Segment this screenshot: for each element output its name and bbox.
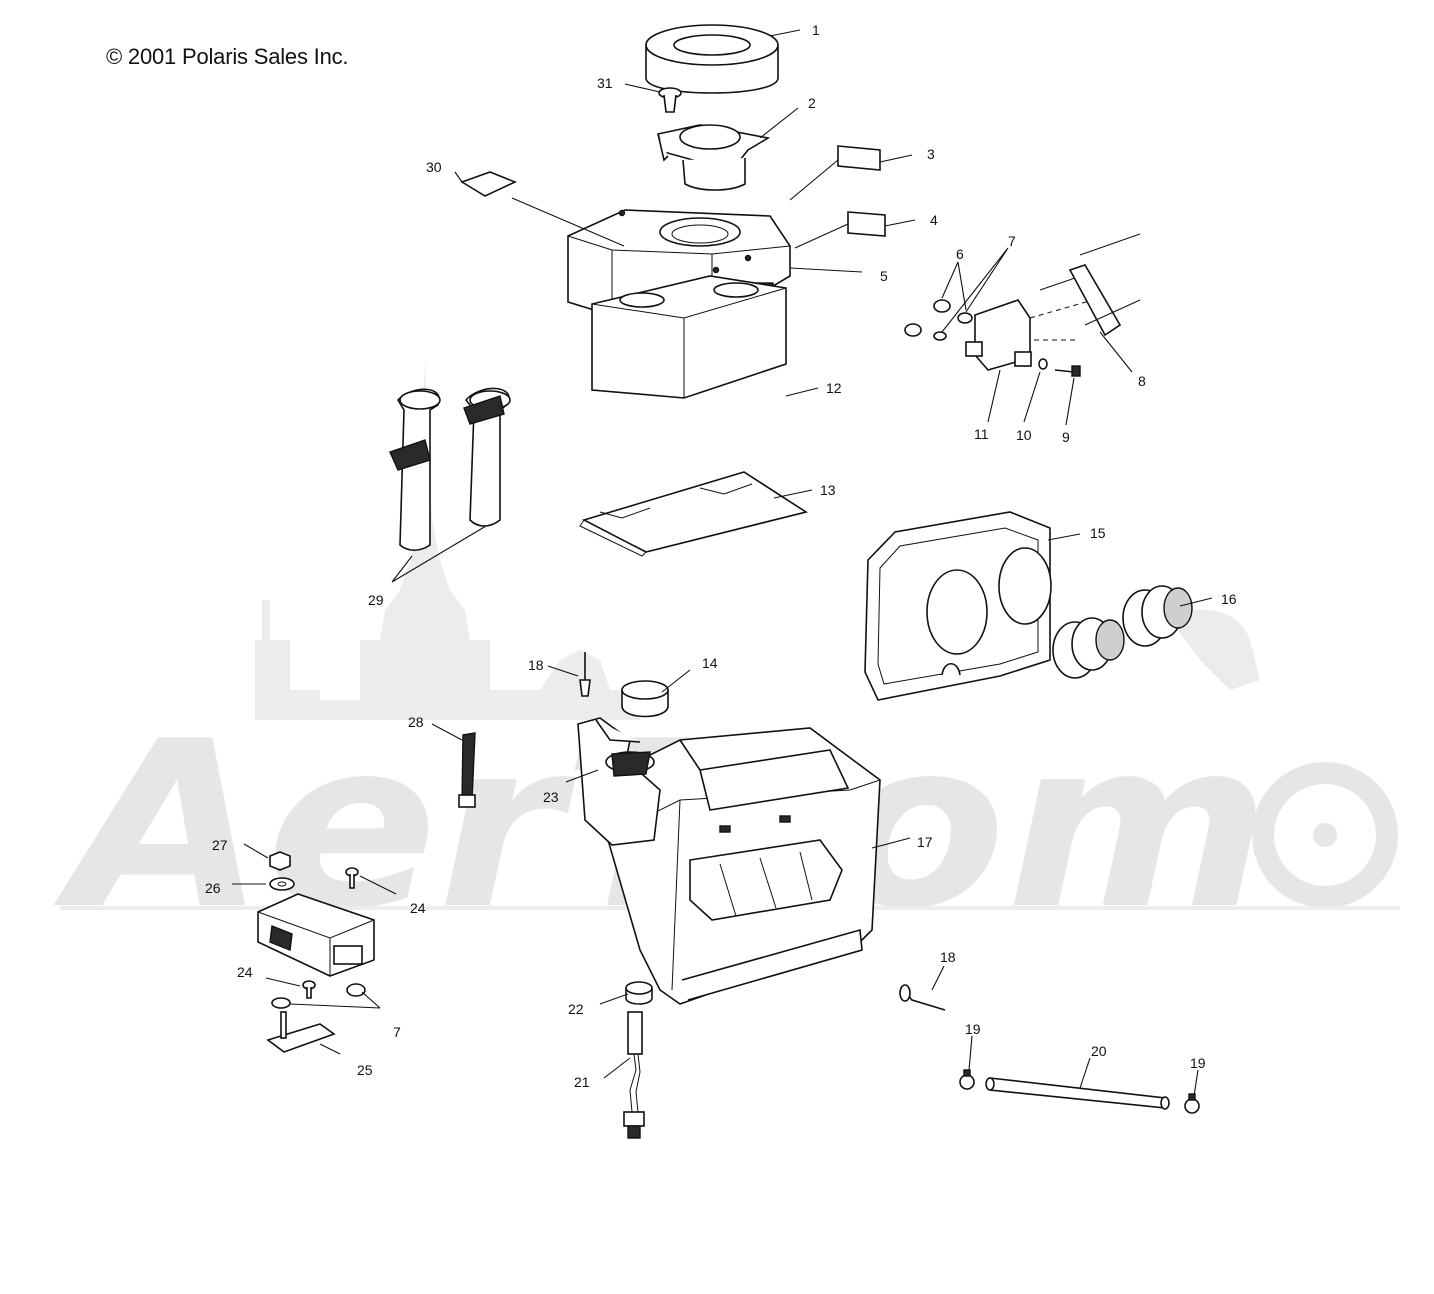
callout-19-right: 19 [1190, 1055, 1206, 1071]
part-24-screw-upper [345, 867, 359, 889]
part-29-intake-horns [389, 387, 511, 552]
part-18-rivet-b [899, 984, 946, 1011]
part-13-plate [579, 471, 808, 557]
callout-21: 21 [574, 1074, 590, 1090]
callout-14: 14 [702, 655, 718, 671]
callout-24-lower: 24 [237, 964, 253, 980]
part-28-strap [458, 732, 476, 808]
callout-9: 9 [1062, 429, 1070, 445]
part-21-level-sensor [623, 1011, 645, 1139]
callout-20: 20 [1091, 1043, 1107, 1059]
part-8-mount-bar [1039, 233, 1141, 337]
part-25-bracket [266, 1011, 336, 1053]
callout-29: 29 [368, 592, 384, 608]
copyright-notice: © 2001 Polaris Sales Inc. [106, 44, 349, 69]
part-27-nut [269, 851, 291, 871]
part-7-grommets [271, 983, 366, 1009]
part-17-airbox-base [599, 727, 881, 1005]
callout-12: 12 [826, 380, 842, 396]
part-18-rivet-a [579, 652, 591, 697]
callout-7-top: 7 [1008, 233, 1016, 249]
callout-10: 10 [1016, 427, 1032, 443]
callout-26: 26 [205, 880, 221, 896]
part-1-foam-ring [645, 24, 779, 94]
callout-13: 13 [820, 482, 836, 498]
callout-19-left: 19 [965, 1021, 981, 1037]
part-9-bolt [1054, 365, 1081, 377]
callout-8: 8 [1138, 373, 1146, 389]
callout-18-top: 18 [528, 657, 544, 673]
callout-27: 27 [212, 837, 228, 853]
part-6-grommets [933, 299, 973, 324]
part-30-label [460, 171, 518, 197]
callout-11: 11 [974, 426, 989, 442]
part-19-clamp-a [959, 1069, 975, 1090]
part-11-bracket [965, 297, 1101, 371]
callout-4: 4 [930, 212, 938, 228]
part-3-decal [837, 145, 881, 171]
part-16-couplers [1052, 585, 1193, 679]
watermark-skyline [255, 360, 640, 720]
part-7-washers [904, 323, 947, 341]
callout-30: 30 [426, 159, 442, 175]
part-12-filter-element [591, 275, 787, 399]
callout-1: 1 [812, 22, 820, 38]
callout-24-upper: 24 [410, 900, 426, 916]
part-31-push-rivet [658, 87, 682, 113]
part-20-tube [985, 1077, 1170, 1110]
callout-7-lower: 7 [393, 1024, 401, 1040]
callout-2: 2 [808, 95, 816, 111]
callout-22: 22 [568, 1001, 584, 1017]
callout-18-bottom: 18 [940, 949, 956, 965]
part-4-decal [847, 211, 886, 237]
callout-31: 31 [597, 75, 613, 91]
watermark-motorcycle [1170, 609, 1260, 690]
part-15-airbox-cover [864, 511, 1052, 701]
callout-25: 25 [357, 1062, 373, 1078]
part-cdi-box [257, 893, 375, 977]
callout-16: 16 [1221, 591, 1237, 607]
callout-23: 23 [543, 789, 559, 805]
part-24-screw-lower [302, 980, 316, 999]
part-19-clamp-b [1184, 1093, 1200, 1114]
callout-3: 3 [927, 146, 935, 162]
callout-6: 6 [956, 246, 964, 262]
callout-5: 5 [880, 268, 888, 284]
callout-28: 28 [408, 714, 424, 730]
part-23-oil-reservoir [577, 717, 661, 846]
callout-labels: 1 31 2 3 30 4 6 7 5 8 12 11 10 9 13 15 2… [205, 22, 1237, 1090]
part-14-cap [621, 680, 669, 718]
part-2-intake-adaptor [656, 124, 771, 191]
part-22-grommet [625, 981, 653, 1005]
watermark-wheel [1252, 762, 1398, 908]
callout-15: 15 [1090, 525, 1106, 541]
part-26-washer [269, 877, 295, 891]
callout-17: 17 [917, 834, 933, 850]
part-10-washer [1038, 358, 1048, 370]
leader-lines [232, 29, 1213, 1097]
